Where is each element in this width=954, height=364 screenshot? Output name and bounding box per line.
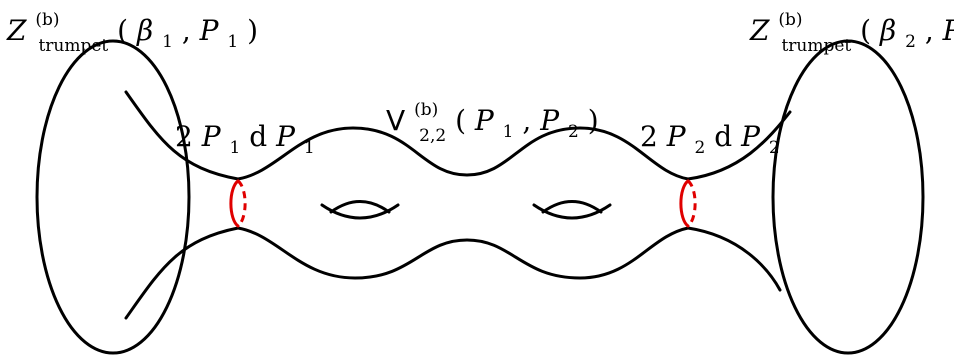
left-gluing-cut-back: [236, 179, 247, 228]
body-top-edge: [236, 126, 690, 181]
left-measure-label: 2 P 1 d P 1: [175, 120, 315, 160]
handle-2-lower-arc: [532, 203, 612, 220]
handle-2-upper-arc: [541, 200, 603, 214]
right-measure-label: 2 P 2 d P 2: [640, 120, 780, 160]
right-trumpet-top-flare: [686, 110, 792, 181]
left-trumpet-bottom-flare: [124, 226, 240, 320]
left-trumpet-label: Z (b) trumpet ( β 1 , P 1 ): [6, 0, 258, 58]
body-bottom-edge: [236, 226, 690, 280]
volume-label: V (b) 2,2 ( P 1 , P 2 ): [386, 89, 599, 148]
handle-1-lower-arc: [320, 203, 400, 220]
right-trumpet-label: Z (b) trumpet ( β 2 , P 2 ): [749, 0, 954, 58]
right-gluing-cut-back: [686, 179, 697, 228]
right-trumpet-bottom-flare: [686, 226, 782, 292]
left-trumpet-boundary: [35, 39, 191, 355]
right-trumpet-boundary: [771, 39, 925, 355]
handle-1-upper-arc: [329, 200, 391, 214]
left-trumpet-top-flare: [124, 90, 240, 181]
right-gluing-cut-front: [679, 179, 690, 228]
left-gluing-cut-front: [229, 179, 240, 228]
